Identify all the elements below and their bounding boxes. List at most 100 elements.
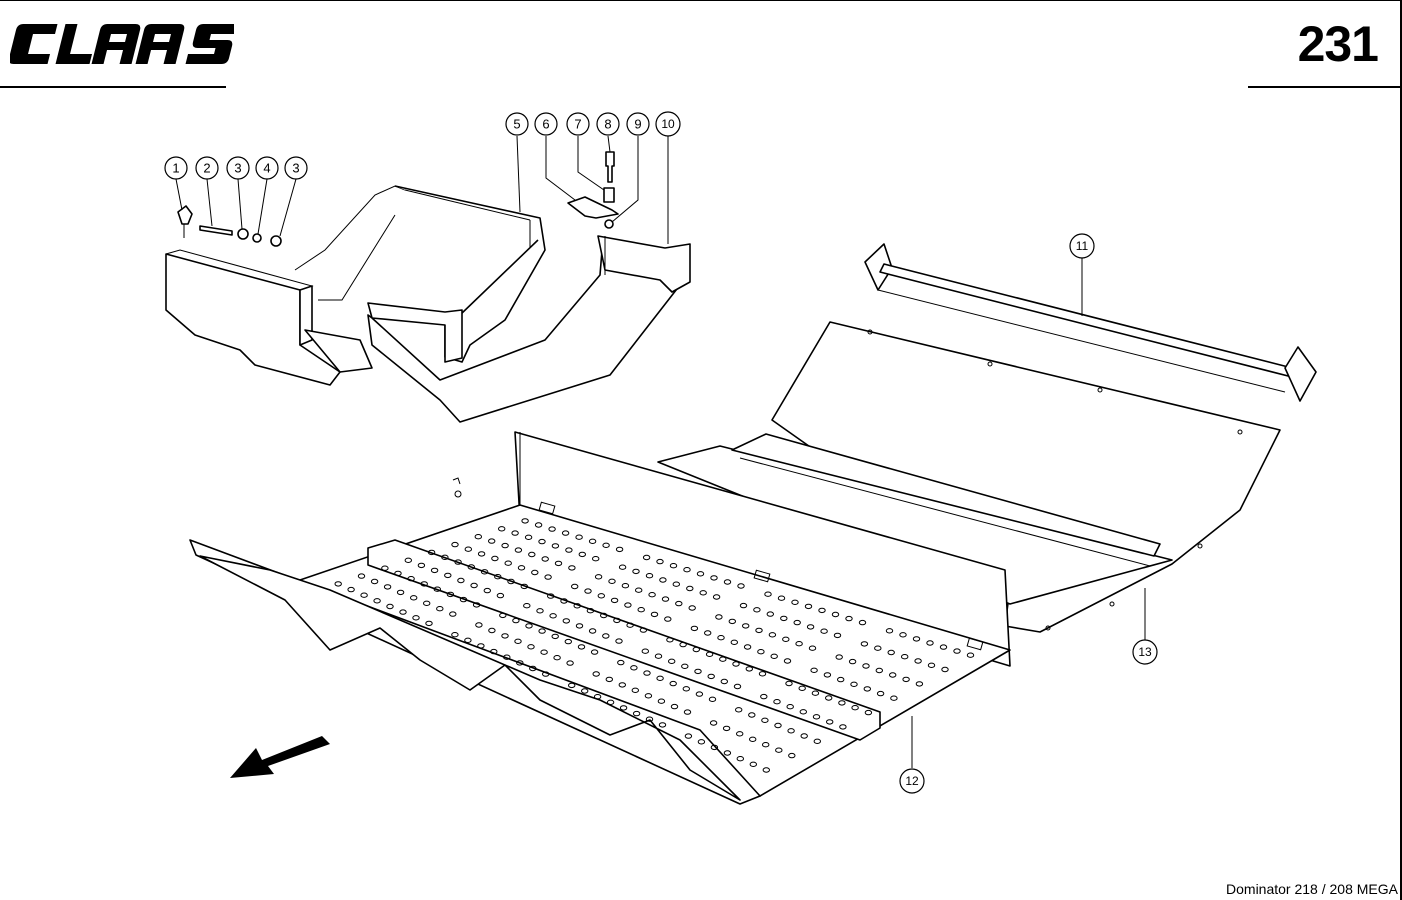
perforation-hole	[806, 624, 815, 630]
perforation-hole	[632, 710, 641, 717]
perforation-hole	[694, 668, 702, 675]
perforation-hole	[704, 630, 712, 636]
perforation-hole	[615, 638, 623, 644]
perforation-hole	[766, 611, 774, 617]
perforation-hole	[666, 637, 674, 643]
perforation-hole	[370, 578, 379, 585]
perforation-hole	[723, 750, 732, 756]
perforation-hole	[953, 648, 961, 654]
svg-text:5: 5	[513, 117, 520, 132]
perforation-hole	[788, 752, 796, 759]
perforation-hole	[787, 728, 795, 734]
perforation-hole	[562, 618, 570, 624]
perforation-hole	[561, 530, 570, 536]
perforation-hole	[571, 583, 579, 590]
perforation-hole	[915, 681, 924, 687]
perforation-hole	[774, 722, 782, 729]
perforation-hole	[710, 575, 718, 581]
perforation-hole	[521, 518, 529, 524]
perforation-hole	[795, 641, 803, 647]
perforation-hole	[831, 611, 840, 618]
callout-8: 8	[596, 112, 620, 136]
perforation-hole	[433, 586, 441, 592]
perforation-hole	[783, 658, 792, 664]
perforation-hole	[514, 547, 523, 553]
callout-11: 11	[1069, 233, 1095, 259]
perforation-hole	[736, 756, 744, 762]
perforation-hole	[720, 678, 728, 685]
callout-1: 1	[164, 156, 188, 180]
perforation-hole	[825, 695, 833, 701]
perforation-hole	[553, 655, 561, 661]
perforation-hole	[417, 562, 426, 569]
perforation-hole	[864, 709, 873, 716]
perforation-hole	[488, 627, 496, 634]
perforation-hole	[334, 581, 342, 587]
perforation-hole	[810, 667, 818, 673]
perforation-hole	[575, 534, 583, 540]
perforation-hole	[531, 569, 539, 576]
perforation-hole	[511, 530, 519, 536]
perforation-hole	[860, 641, 869, 647]
top-left-rule	[0, 0, 1402, 1]
perforation-hole	[757, 649, 765, 655]
perforation-hole	[758, 671, 767, 677]
perforation-hole	[542, 671, 550, 677]
perforation-hole	[446, 591, 455, 598]
perforation-hole	[874, 645, 882, 651]
perforation-hole	[606, 699, 615, 705]
perforation-hole	[581, 688, 589, 694]
perforation-hole	[586, 608, 595, 614]
perforation-hole	[793, 619, 801, 626]
perforation-hole	[619, 705, 628, 711]
perforation-hole	[504, 560, 512, 566]
perforation-hole	[675, 600, 683, 607]
perforation-hole	[739, 602, 748, 609]
perforation-hole	[617, 659, 625, 666]
perforation-hole	[503, 654, 511, 660]
perforation-hole	[451, 632, 459, 638]
perforation-hole	[631, 687, 639, 693]
perforation-hole	[745, 666, 753, 672]
perforation-hole	[527, 644, 535, 650]
perforation-hole	[839, 724, 847, 730]
perforation-hole	[800, 733, 808, 739]
perforation-hole	[743, 644, 752, 650]
callout-3a: 3	[226, 156, 250, 180]
perforation-hole	[875, 667, 883, 674]
perforation-hole	[669, 563, 678, 569]
perforation-hole	[692, 646, 700, 653]
perforation-hole	[594, 574, 603, 580]
left-housing	[165, 185, 406, 386]
perforation-hole	[715, 614, 723, 620]
perforation-hole	[637, 607, 645, 613]
perforation-hole	[626, 622, 634, 628]
perforation-hole	[927, 662, 936, 668]
perforation-hole	[624, 602, 632, 608]
perforation-hole	[661, 596, 670, 602]
perforation-hole	[566, 660, 574, 666]
perforation-hole	[645, 573, 654, 579]
perforation-hole	[761, 717, 769, 723]
callout-10: 10	[655, 111, 681, 137]
perforation-hole	[749, 736, 757, 742]
perforation-hole	[639, 627, 648, 633]
perforation-hole	[708, 696, 717, 702]
svg-text:12: 12	[905, 774, 919, 788]
perforation-hole	[615, 546, 624, 553]
perforation-hole	[889, 672, 897, 678]
perforation-hole	[682, 686, 690, 692]
perforation-hole	[549, 613, 557, 619]
perforation-hole	[730, 639, 738, 645]
perforation-hole	[670, 703, 679, 710]
perforation-hole	[863, 686, 871, 692]
perforation-hole	[467, 564, 475, 570]
perforation-hole	[480, 569, 489, 575]
perforation-hole	[501, 633, 509, 639]
perforation-hole	[423, 600, 431, 606]
perforation-hole	[755, 627, 763, 634]
perforation-hole	[578, 551, 586, 558]
perforation-hole	[712, 594, 721, 600]
perforation-hole	[498, 526, 506, 532]
perforation-hole	[837, 676, 845, 683]
